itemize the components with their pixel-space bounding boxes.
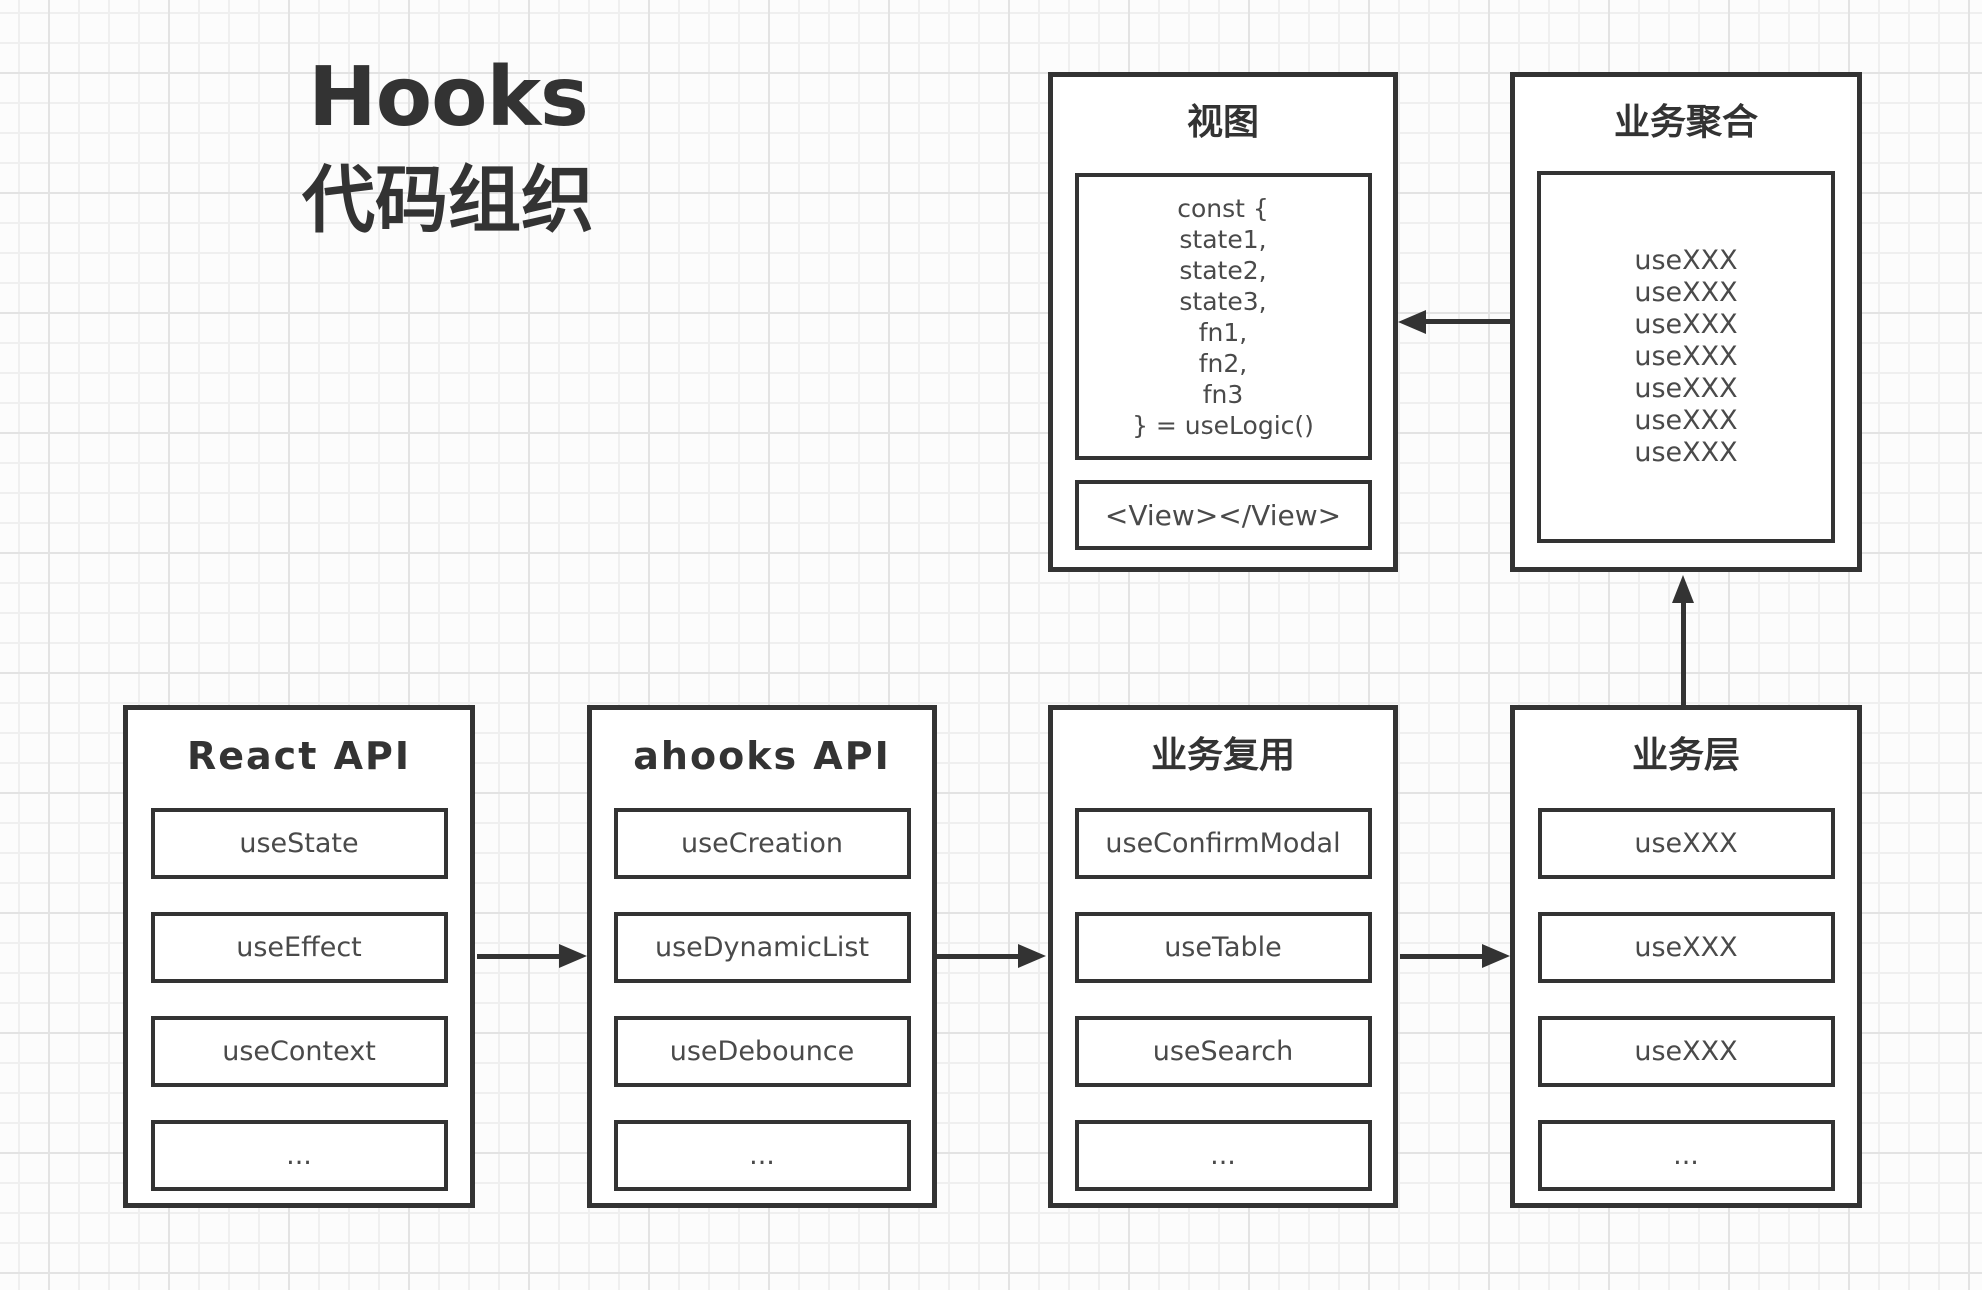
arrowhead-left-icon <box>1398 310 1426 334</box>
node-react-api: React API useState useEffect useContext … <box>123 705 475 1208</box>
node-view: 视图 const { state1, state2, state3, fn1, … <box>1048 72 1398 572</box>
node-aggregation-title: 业务聚合 <box>1613 102 1758 143</box>
ahooks-api-items: useCreation useDynamicList useDebounce .… <box>592 808 932 1191</box>
node-react-api-title: React API <box>187 734 411 778</box>
view-tag-block: <View></View> <box>1074 480 1372 550</box>
react-api-items: useState useEffect useContext ... <box>128 808 470 1191</box>
code-line: state3, <box>1179 286 1267 316</box>
item-usedebounce: useDebounce <box>613 1016 911 1087</box>
hook-line: useXXX <box>1634 341 1738 372</box>
hook-line: useXXX <box>1634 309 1738 340</box>
item-usexxx: useXXX <box>1537 912 1835 983</box>
item-usexxx: useXXX <box>1537 1016 1835 1087</box>
view-tag-text: <View></View> <box>1104 498 1342 532</box>
item-useeffect: useEffect <box>150 912 448 983</box>
item-usetable: useTable <box>1074 912 1372 983</box>
arrow-line <box>937 954 1020 959</box>
page-title: Hooks 代码组织 <box>183 48 713 254</box>
hook-line: useXXX <box>1634 245 1738 276</box>
node-ahooks-api: ahooks API useCreation useDynamicList us… <box>587 705 937 1208</box>
business-layer-items: useXXX useXXX useXXX ... <box>1515 808 1857 1191</box>
item-ellipsis: ... <box>150 1120 448 1191</box>
arrowhead-up-icon <box>1672 575 1694 603</box>
page-title-line-2: 代码组织 <box>302 158 594 243</box>
item-usestate: useState <box>150 808 448 879</box>
node-view-title: 视图 <box>1186 102 1259 143</box>
node-ahooks-api-title: ahooks API <box>633 734 891 778</box>
arrow-line <box>1426 319 1510 324</box>
arrowhead-right-icon <box>1482 944 1510 968</box>
item-useconfirmmodal: useConfirmModal <box>1074 808 1372 879</box>
node-aggregation: 业务聚合 useXXX useXXX useXXX useXXX useXXX … <box>1510 72 1862 572</box>
hook-line: useXXX <box>1634 277 1738 308</box>
code-line: } = useLogic() <box>1132 410 1314 440</box>
arrow-line <box>1681 601 1686 707</box>
arrow-line <box>1400 954 1484 959</box>
item-usecreation: useCreation <box>613 808 911 879</box>
arrow-line <box>477 954 561 959</box>
item-ellipsis: ... <box>613 1120 911 1191</box>
code-line: state1, <box>1179 224 1267 254</box>
node-business-reuse: 业务复用 useConfirmModal useTable useSearch … <box>1048 705 1398 1208</box>
hook-line: useXXX <box>1634 405 1738 436</box>
node-business-layer: 业务层 useXXX useXXX useXXX ... <box>1510 705 1862 1208</box>
arrowhead-right-icon <box>559 944 587 968</box>
item-usecontext: useContext <box>150 1016 448 1087</box>
code-line: fn1, <box>1198 317 1248 347</box>
node-business-reuse-title: 业务复用 <box>1150 735 1295 776</box>
business-reuse-items: useConfirmModal useTable useSearch ... <box>1053 808 1393 1191</box>
arrowhead-right-icon <box>1018 944 1046 968</box>
page-title-line-1: Hooks <box>308 50 589 145</box>
item-usexxx: useXXX <box>1537 808 1835 879</box>
code-line: state2, <box>1179 255 1267 285</box>
uselogic-code-block: const { state1, state2, state3, fn1, fn2… <box>1074 173 1372 460</box>
code-line: const { <box>1177 193 1269 223</box>
item-usedynamiclist: useDynamicList <box>613 912 911 983</box>
hook-line: useXXX <box>1634 373 1738 404</box>
code-line: fn2, <box>1198 348 1248 378</box>
node-business-layer-title: 业务层 <box>1631 735 1740 776</box>
item-ellipsis: ... <box>1537 1120 1835 1191</box>
aggregation-hooks-block: useXXX useXXX useXXX useXXX useXXX useXX… <box>1537 171 1835 543</box>
item-ellipsis: ... <box>1074 1120 1372 1191</box>
item-usesearch: useSearch <box>1074 1016 1372 1087</box>
code-line: fn3 <box>1202 379 1244 409</box>
hook-line: useXXX <box>1634 437 1738 468</box>
